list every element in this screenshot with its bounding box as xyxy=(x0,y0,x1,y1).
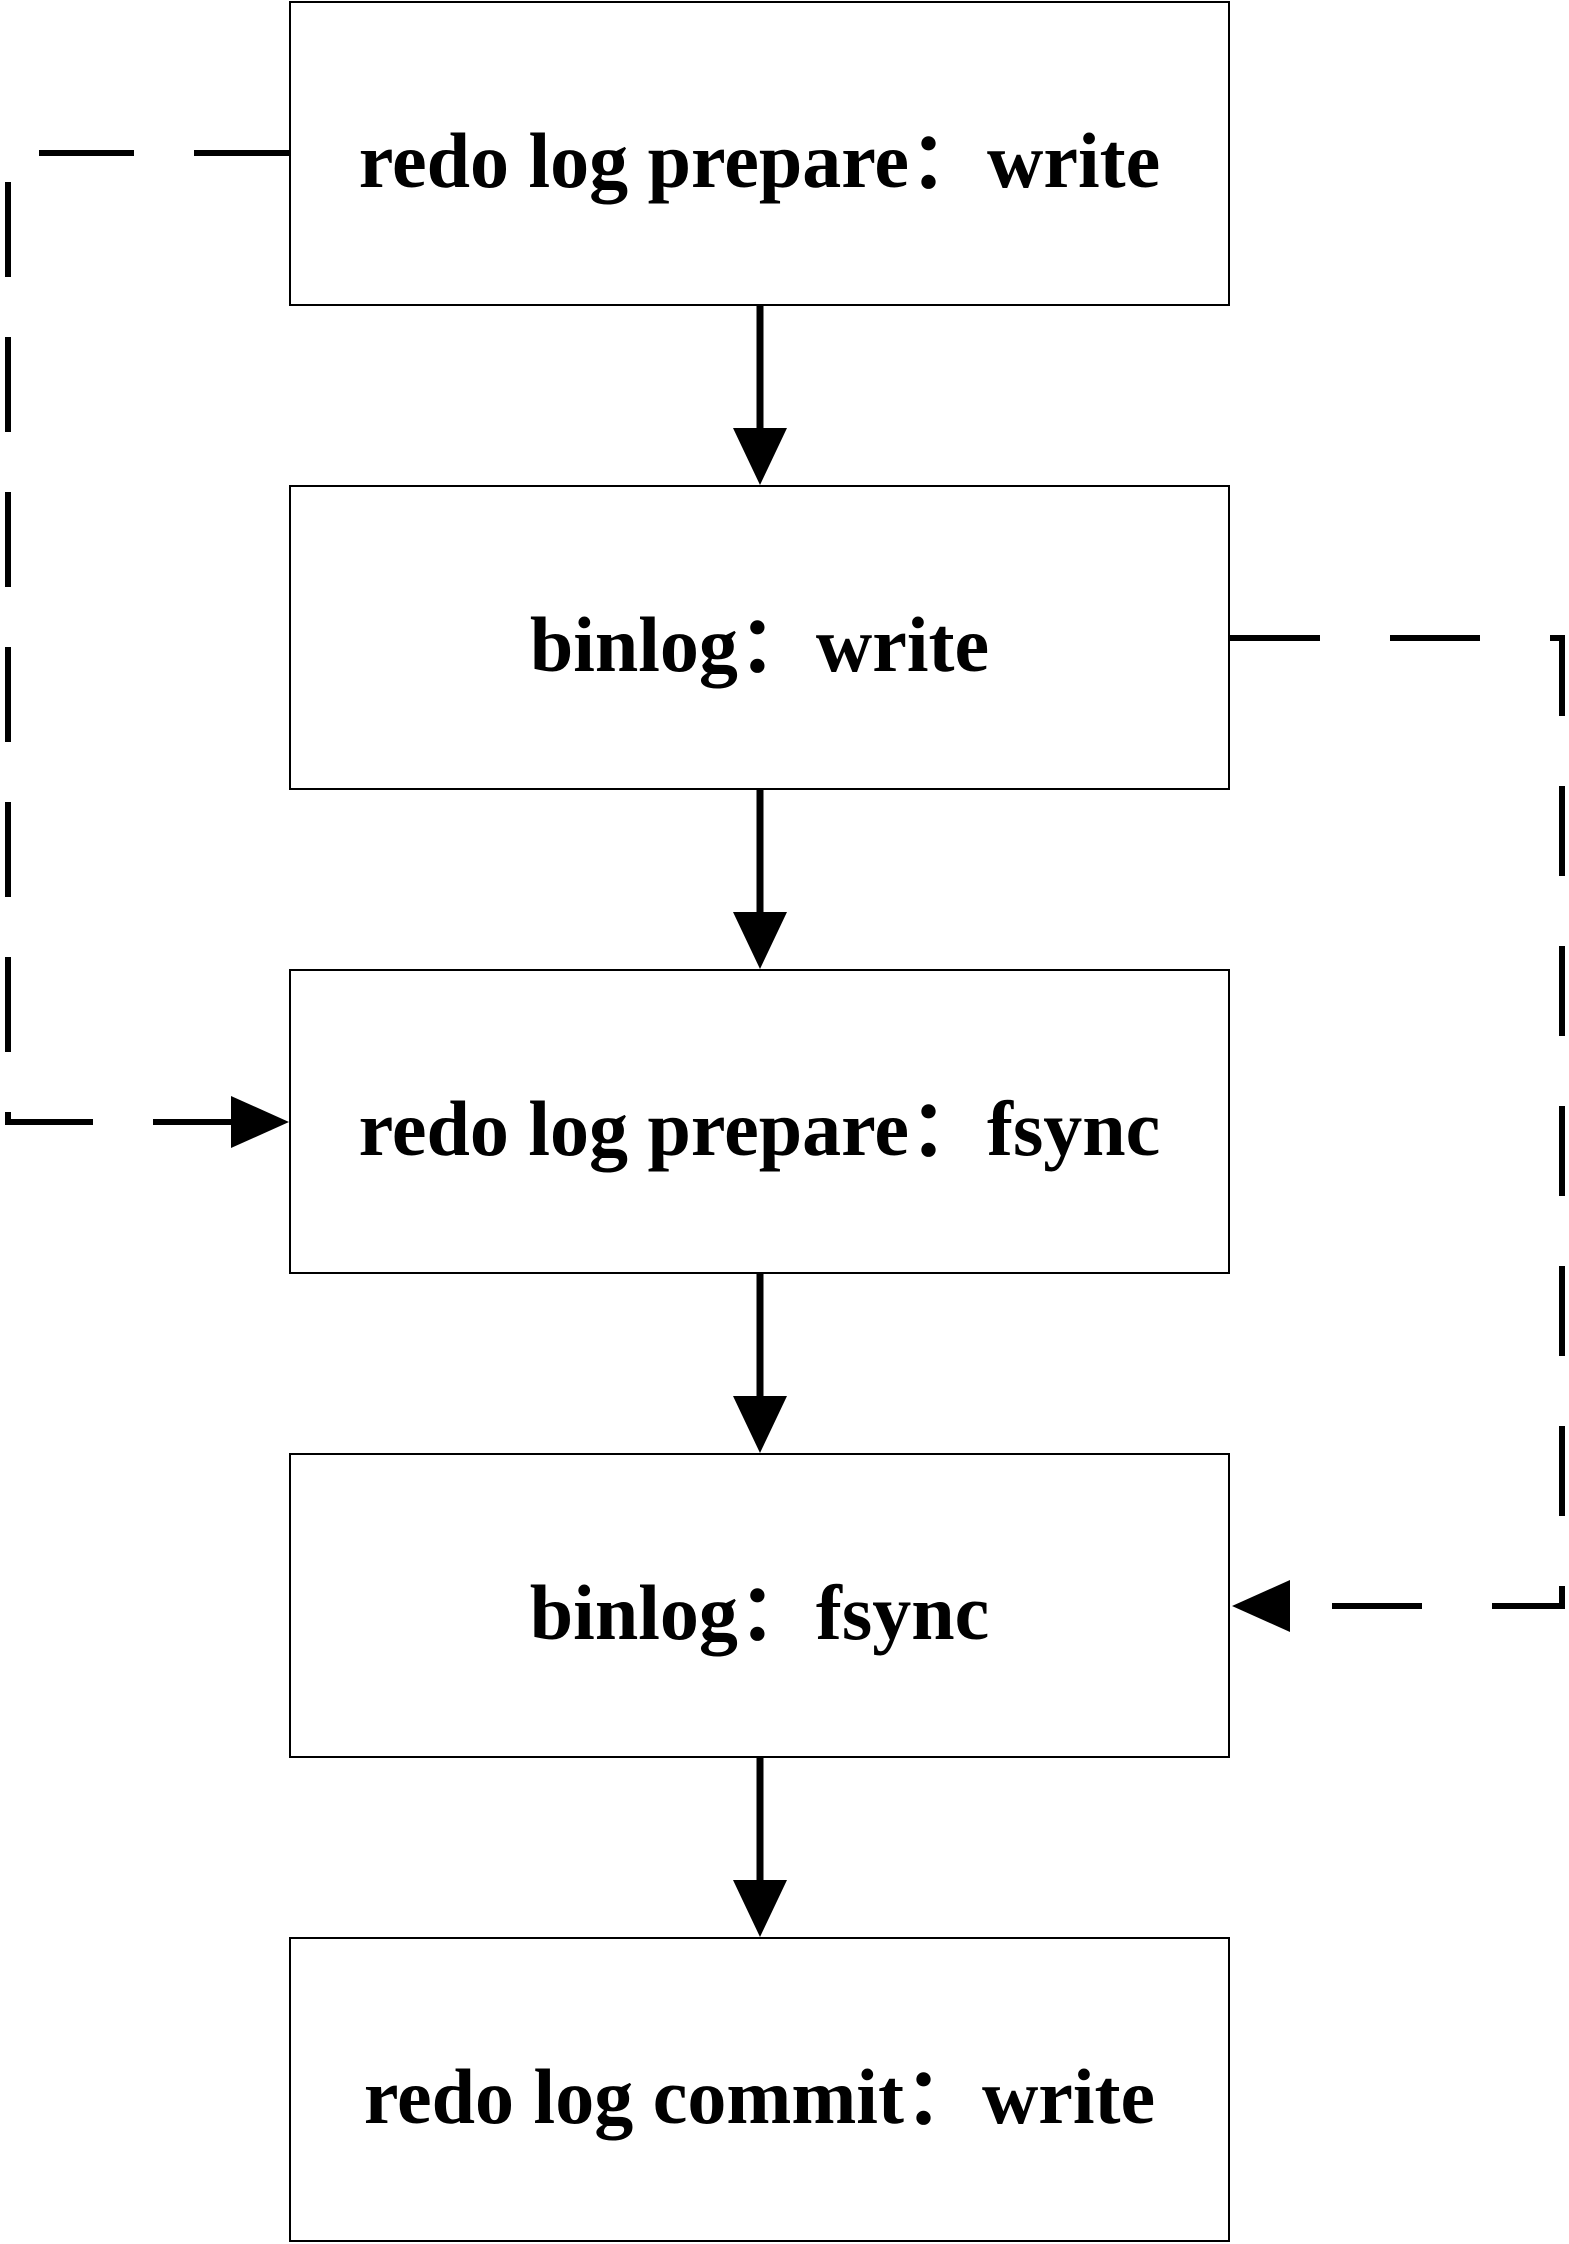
step-binlog-write: binlog：write xyxy=(289,485,1230,790)
step-redo-log-prepare-write: redo log prepare：write xyxy=(289,1,1230,306)
step-label: binlog：write xyxy=(529,600,990,688)
solid-arrow-3 xyxy=(733,1274,787,1453)
step-label: redo log prepare：fsync xyxy=(358,1084,1161,1172)
step-redo-log-prepare-fsync: redo log prepare：fsync xyxy=(289,969,1230,1274)
step-binlog-fsync: binlog：fsync xyxy=(289,1453,1230,1758)
solid-arrow-4 xyxy=(733,1758,787,1937)
step-label: redo log prepare：write xyxy=(358,116,1161,204)
solid-arrow-2 xyxy=(733,790,787,969)
dashed-arrow-right xyxy=(1230,635,1565,1632)
dashed-arrow-left xyxy=(5,150,289,1148)
step-redo-log-commit-write: redo log commit：write xyxy=(289,1937,1230,2242)
solid-arrow-1 xyxy=(733,306,787,485)
step-label: binlog：fsync xyxy=(529,1568,990,1656)
step-label: redo log commit：write xyxy=(363,2052,1156,2140)
